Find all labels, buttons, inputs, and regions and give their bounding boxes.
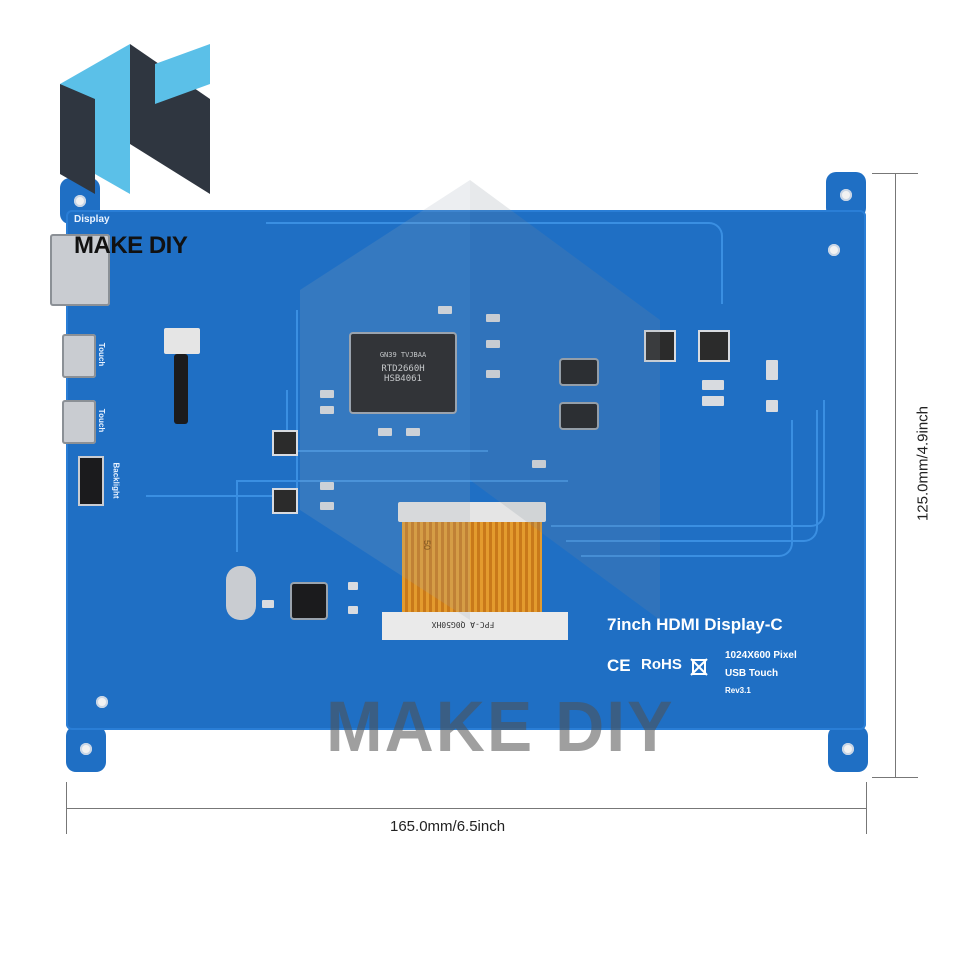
- smd-pad: [702, 380, 724, 390]
- pcb-trace: [146, 310, 298, 497]
- main-chip-top-print: GN39 TVJBAA: [351, 350, 455, 360]
- height-dimension-tick-bottom: [872, 777, 918, 778]
- backlight-silkscreen-label: Backlight: [111, 462, 121, 499]
- mounting-hole: [74, 195, 86, 207]
- revision-label: Rev3.1: [725, 686, 751, 695]
- touch-silkscreen-label-2: Touch: [97, 408, 107, 433]
- display-ffc-cable: [402, 522, 542, 612]
- pcb-trace: [581, 420, 793, 557]
- product-title: 7inch HDMI Display-C: [607, 615, 783, 634]
- smd-pad: [320, 406, 334, 414]
- mounting-hole: [842, 743, 854, 755]
- regulator: [274, 432, 296, 454]
- micro-usb-port-1: [62, 334, 96, 378]
- width-dimension-tick-right: [866, 782, 867, 834]
- display-silkscreen-label: Display: [74, 214, 110, 225]
- smd-pad: [262, 600, 274, 608]
- display-ffc-tab-print: FPC-A Q0G50HX: [431, 620, 495, 629]
- smd-pad: [378, 428, 392, 436]
- smd-pad: [766, 400, 778, 412]
- regulator: [274, 490, 296, 512]
- smd-pad: [702, 396, 724, 406]
- smd-pad: [348, 606, 358, 614]
- mounting-hole: [828, 244, 840, 256]
- width-dimension-tick-left: [66, 782, 67, 834]
- resolution-label: 1024X600 Pixel: [725, 650, 797, 661]
- smd-pad: [320, 482, 334, 490]
- mounting-ear-bottom-right: [828, 726, 868, 772]
- height-dimension-label: 125.0mm/4.9inch: [914, 405, 932, 522]
- watermark-logo-icon: [300, 180, 660, 620]
- mounting-hole: [80, 743, 92, 755]
- height-dimension-tick-top: [872, 173, 918, 174]
- touch-silkscreen-label-1: Touch: [97, 342, 107, 367]
- smd-pad: [486, 340, 500, 348]
- micro-usb-port-2: [62, 400, 96, 444]
- touch-connector: [164, 328, 200, 354]
- inductor: [700, 332, 728, 360]
- crystal-oscillator: [226, 566, 256, 620]
- ic-chip: [561, 360, 597, 384]
- touch-type-label: USB Touch: [725, 668, 779, 679]
- pcb-trace: [551, 400, 825, 527]
- width-dimension-label: 165.0mm/6.5inch: [390, 818, 506, 835]
- pcb-trace: [266, 222, 723, 304]
- pcb-trace: [566, 410, 818, 542]
- height-dimension-line: [895, 173, 896, 777]
- smd-pad: [766, 360, 778, 380]
- smd-pad: [438, 306, 452, 314]
- smd-pad: [486, 314, 500, 322]
- mounting-ear-bottom-left: [66, 726, 106, 772]
- pcb-board: Display Touch Touch Backlight GN39 TVJBA…: [50, 210, 866, 730]
- smd-pad: [486, 370, 500, 378]
- mounting-hole: [840, 189, 852, 201]
- watermark-text: MAKE DIY: [326, 687, 675, 767]
- smd-pad: [320, 390, 334, 398]
- touch-flex-cable: [174, 354, 188, 424]
- inductor: [646, 332, 674, 360]
- display-ffc-connector: [398, 502, 546, 522]
- pcb-trace: [286, 390, 488, 452]
- logo-mark-icon: [60, 44, 210, 194]
- smd-pad: [406, 428, 420, 436]
- main-chip-print: RTD2660H HSB4061: [351, 364, 455, 384]
- smd-pad: [320, 502, 334, 510]
- ce-mark: CE: [607, 656, 631, 675]
- touch-controller-chip: [292, 584, 326, 618]
- smd-pad: [532, 460, 546, 468]
- hdmi-port: [50, 234, 110, 306]
- smd-pad: [348, 582, 358, 590]
- backlight-switch: [80, 458, 102, 504]
- ic-chip: [561, 404, 597, 428]
- width-dimension-line: [66, 808, 866, 809]
- pcb-trace: [236, 480, 568, 552]
- mounting-hole: [96, 696, 108, 708]
- rohs-mark: RoHS: [641, 656, 682, 673]
- weee-bin-icon: [690, 656, 708, 676]
- display-ffc-tab: [382, 612, 568, 640]
- make-diy-logo: [60, 44, 210, 194]
- logo-brand-text: MAKE DIY: [74, 232, 188, 259]
- main-controller-chip: GN39 TVJBAA RTD2660H HSB4061: [351, 334, 455, 412]
